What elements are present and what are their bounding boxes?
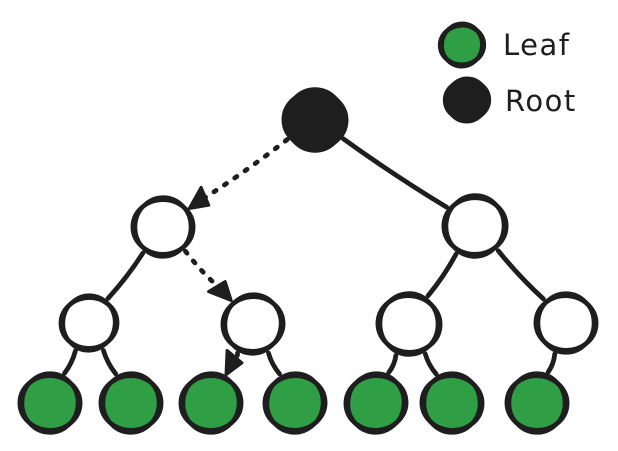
tree-node-leaf5 <box>343 371 409 435</box>
tree-node-leaf2 <box>98 371 164 435</box>
tree-node-leaf1-shape <box>17 373 83 433</box>
tree-node-leaf6-shape <box>419 373 485 433</box>
tree-node-leaf3-shape <box>178 373 244 433</box>
tree-node-LL <box>58 293 120 353</box>
tree-edge-L-LL <box>105 250 146 301</box>
tree-node-leaf7 <box>504 371 570 435</box>
legend-label-root: Root <box>505 84 577 118</box>
tree-edge-root-R <box>340 136 450 210</box>
tree-node-L <box>130 195 196 259</box>
legend-swatch-root-overstroke <box>444 76 490 124</box>
tree-node-leaf6-overstroke <box>422 371 482 435</box>
tree-node-leaf6 <box>419 371 485 435</box>
tree-node-leaf4-overstroke <box>265 371 325 435</box>
tree-node-leaf7-shape <box>504 373 570 433</box>
tree-node-RL-shape <box>375 293 443 355</box>
tree-node-leaf1 <box>17 371 83 435</box>
tree-edge-R-RL <box>425 251 459 299</box>
tree-node-LL-overstroke <box>60 293 118 353</box>
tree-node-leaf3 <box>178 371 244 435</box>
tree-node-RR-overstroke <box>536 291 596 355</box>
tree-edge-LL-leaf1 <box>62 348 78 376</box>
arrowhead-icon <box>224 348 244 377</box>
arrowhead-icon <box>207 280 233 303</box>
tree-node-leaf2-overstroke <box>101 371 161 435</box>
tree-node-root <box>281 87 349 153</box>
arrowhead-icon <box>187 185 211 211</box>
tree-node-L-shape <box>130 197 196 257</box>
tree-node-LR-overstroke <box>223 292 283 356</box>
tree-node-RL <box>375 291 443 357</box>
tree-edge-L-LR <box>183 248 223 292</box>
tree-node-RR-shape <box>533 293 599 353</box>
tree-node-root-shape <box>281 89 349 151</box>
tree-node-leaf2-shape <box>98 373 164 433</box>
legend-label-leaf: Leaf <box>503 28 570 62</box>
tree-node-RR <box>533 291 599 355</box>
tree-node-LR <box>220 292 286 356</box>
tree-edge-RR-leaf7 <box>545 351 558 375</box>
tree-edge-root-L <box>199 137 290 202</box>
legend-swatch-leaf <box>437 21 487 69</box>
tree-edge-R-RR <box>495 248 546 302</box>
legend-swatch-leaf-overstroke <box>439 21 485 69</box>
tree-node-root-overstroke <box>284 87 346 153</box>
tree-edge-LL-leaf2 <box>101 348 119 377</box>
tree-edge-RL-leaf6 <box>422 351 439 377</box>
legend-swatch-root <box>442 76 492 124</box>
tree-node-leaf5-shape <box>343 373 409 433</box>
node-layer <box>17 87 599 435</box>
tree-node-leaf4 <box>262 371 328 435</box>
tree-node-R <box>441 193 509 259</box>
tree-node-leaf4-shape <box>262 373 328 433</box>
tree-node-R-overstroke <box>444 193 506 259</box>
tree-node-leaf3-overstroke <box>181 371 241 435</box>
tree-node-R-shape <box>441 195 509 257</box>
tree-node-LR-shape <box>220 294 286 354</box>
tree-edge-RL-leaf5 <box>386 352 399 375</box>
tree-node-L-overstroke <box>133 195 193 259</box>
tree-node-leaf1-overstroke <box>20 371 80 435</box>
tree-node-leaf5-overstroke <box>346 371 406 435</box>
tree-node-leaf7-overstroke <box>507 371 567 435</box>
tree-node-RL-overstroke <box>378 291 440 357</box>
tree-edge-LR-leaf4 <box>266 350 282 377</box>
edge-layer <box>62 136 558 377</box>
